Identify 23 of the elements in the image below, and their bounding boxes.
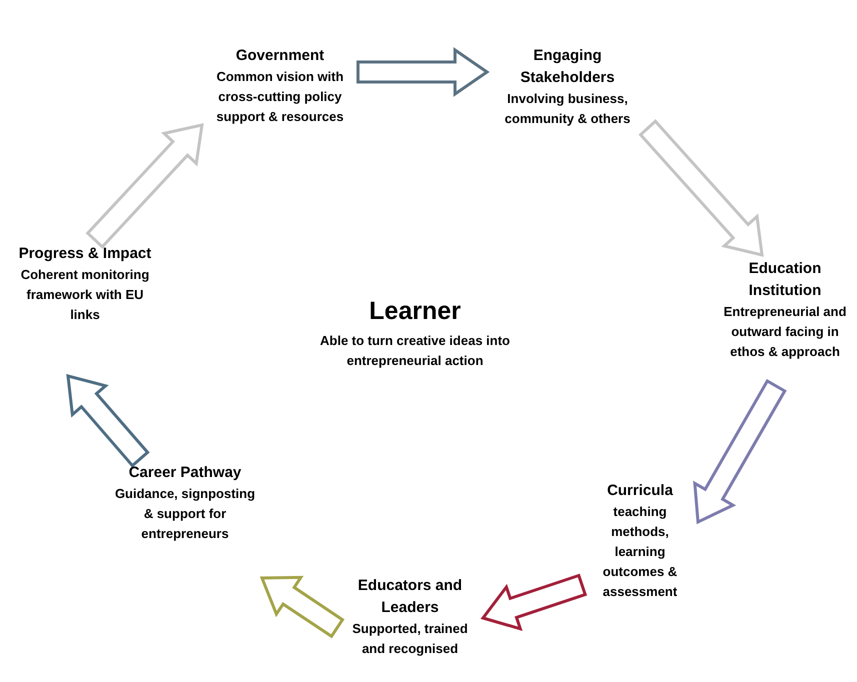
block-arrow [260, 576, 345, 638]
description: Supported, trained and recognised [351, 620, 469, 658]
heading: Learner [369, 296, 461, 327]
heading: Curricula [607, 481, 673, 501]
description: teaching methods, learning outcomes & assessment [602, 503, 678, 601]
description: Involving business, community & others [504, 90, 632, 128]
heading: Engaging Stakeholders [519, 46, 616, 88]
block-arrow [693, 378, 787, 524]
heading: Government [236, 46, 324, 66]
heading: Education Institution [748, 259, 822, 301]
block-arrow [86, 123, 204, 249]
description: Common vision with cross-cutting policy support & resources [215, 68, 345, 126]
block-arrow [638, 119, 764, 257]
description: Guidance, signposting & support for entrepreneurs [114, 485, 256, 543]
block-arrow [480, 574, 588, 632]
description: Entrepreneurial and outward facing in ethos & approach [722, 303, 848, 361]
heading: Educators and Leaders [356, 576, 464, 618]
description: Coherent monitoring framework with EU links [20, 266, 150, 324]
description: Able to turn creative ideas into entrepreneurial action [319, 332, 511, 370]
heading: Career Pathway [128, 463, 242, 483]
block-arrow [356, 47, 490, 97]
block-arrow [66, 374, 150, 468]
heading: Progress & Impact [18, 244, 152, 264]
